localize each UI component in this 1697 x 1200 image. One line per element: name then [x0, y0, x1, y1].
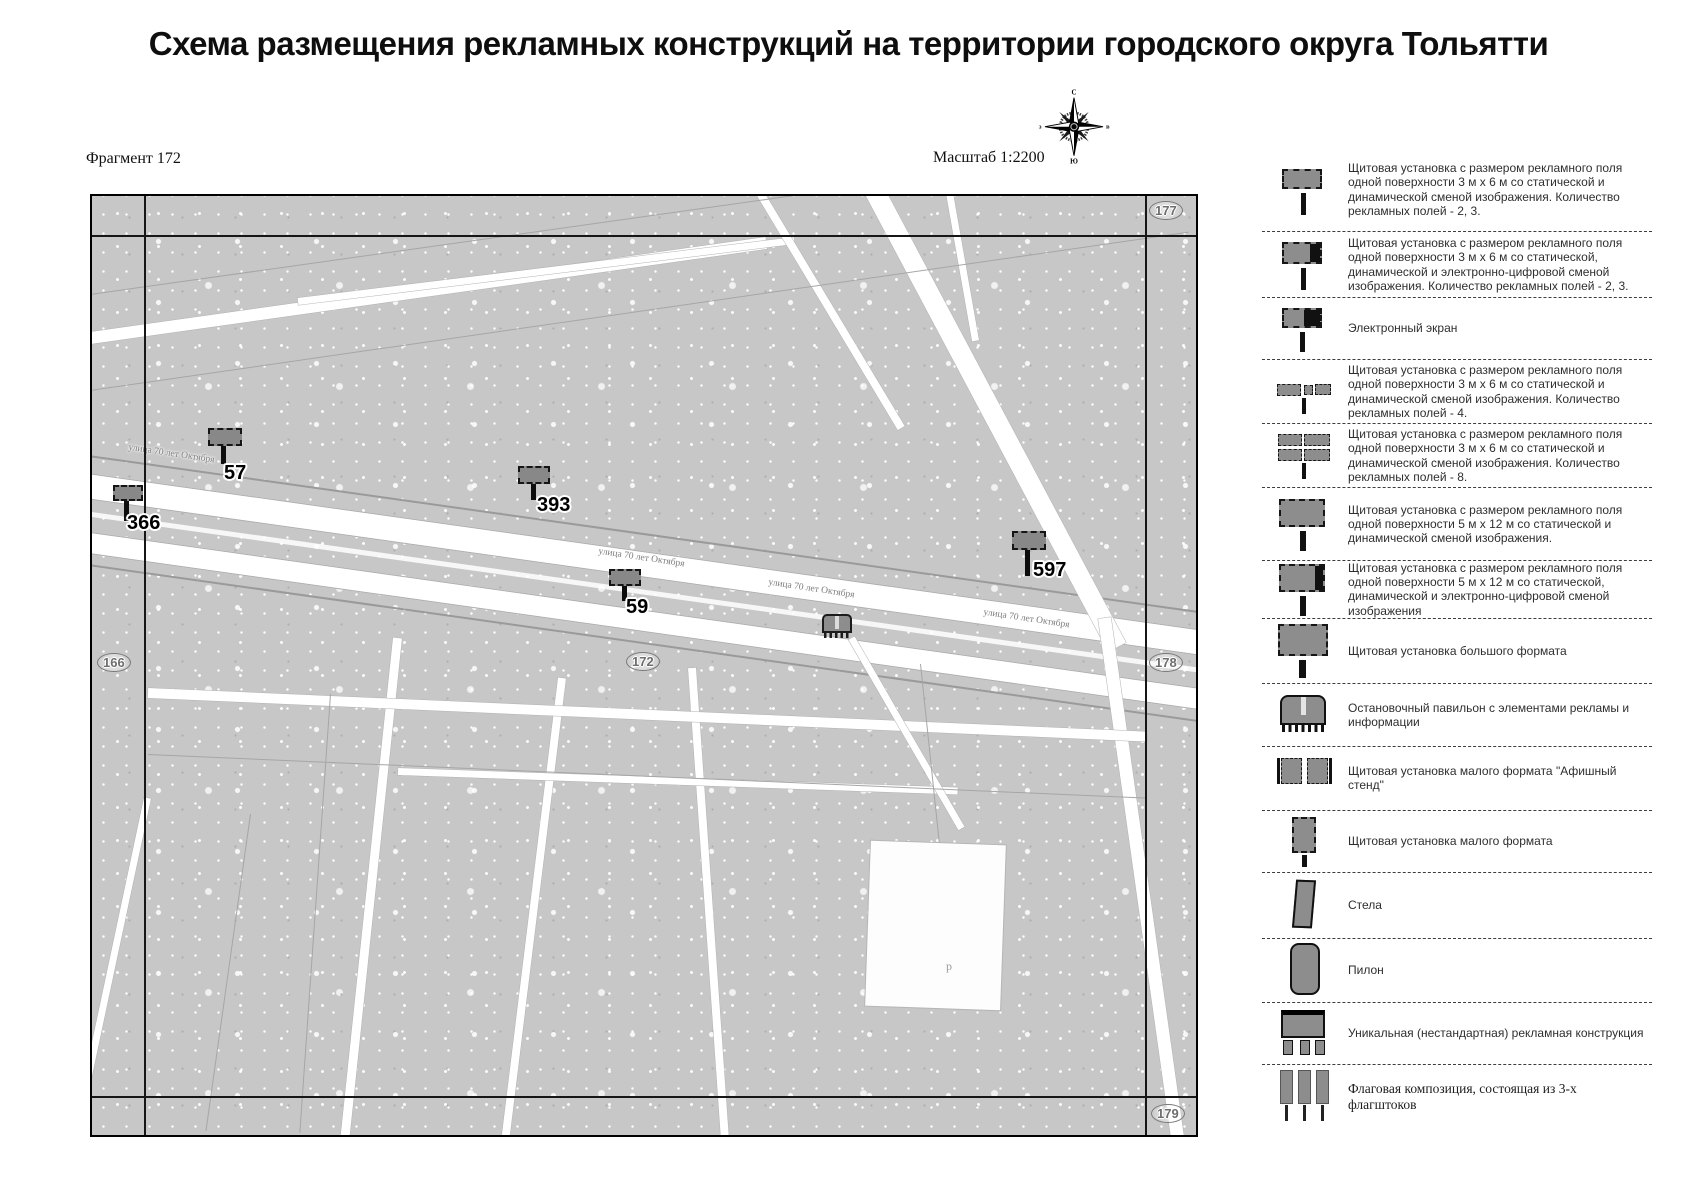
billboard-icon [609, 569, 641, 586]
billboard-pole [531, 484, 536, 500]
building-footprint [865, 840, 1006, 1011]
legend-row: Щитовая установка с размером рекламного … [1262, 424, 1652, 488]
building-letter: р [946, 959, 952, 973]
billboard-large-format-icon [1277, 623, 1333, 679]
legend-row: Флаговая композиция, состоящая из 3-х фл… [1262, 1065, 1652, 1129]
map-fragment: р улица 70 лет Октября улица 70 лет Октя… [90, 194, 1198, 1137]
fragment-label: Фрагмент 172 [86, 150, 181, 167]
legend-item-text: Стела [1348, 898, 1382, 913]
legend-item-text: Уникальная (нестандартная) рекламная кон… [1348, 1026, 1644, 1041]
billboard-3x6-digital-icon [1277, 237, 1333, 293]
map-inner-line [90, 1096, 1198, 1098]
legend-row: Остановочный павильон с элементами рекла… [1262, 684, 1652, 747]
billboard-icon [518, 466, 550, 484]
legend: Щитовая установка с размером рекламного … [1262, 148, 1652, 1129]
billboard-marker-393: 393 [518, 466, 570, 516]
billboard-pole [221, 446, 226, 464]
map-inner-line [1145, 194, 1147, 1137]
pylon-icon [1277, 942, 1333, 998]
marker-number: 59 [626, 596, 649, 618]
unique-construction-icon [1277, 1005, 1333, 1061]
fragment-number-166: 166 [97, 653, 131, 672]
marker-number: 597 [1033, 559, 1067, 581]
billboard-3x6-static-icon [1277, 162, 1333, 218]
legend-item-text: Щитовая установка с размером рекламного … [1348, 561, 1623, 618]
billboard-marker-597: 597 [1012, 531, 1066, 581]
compass-south-label: Ю [1070, 158, 1078, 164]
legend-row: Щитовая установка малого формата "Афишны… [1262, 747, 1652, 811]
small-format-icon [1277, 813, 1333, 869]
legend-row: Щитовая установка с размером рекламного … [1262, 561, 1652, 619]
marker-number: 393 [537, 494, 571, 516]
legend-row: Щитовая установка с размером рекламного … [1262, 488, 1652, 561]
flag-composition-icon [1277, 1069, 1333, 1125]
legend-item-text: Щитовая установка малого формата [1348, 834, 1553, 849]
billboard-icon [1012, 531, 1046, 550]
fragment-number-179: 179 [1151, 1104, 1185, 1123]
legend-item-text: Щитовая установка большого формата [1348, 643, 1567, 658]
marker-number: 57 [224, 462, 247, 484]
legend-item-text: Пилон [1348, 963, 1384, 978]
legend-row: Щитовая установка с размером рекламного … [1262, 360, 1652, 424]
legend-item-text: Флаговая композиция, состоящая из 3-х фл… [1348, 1080, 1577, 1112]
billboard-marker-59: 59 [609, 569, 648, 618]
fragment-number-178: 178 [1149, 653, 1183, 672]
billboard-icon [208, 428, 242, 446]
billboard-marker-366: 366 [113, 485, 160, 534]
afisha-stand-icon [1277, 750, 1333, 806]
billboard-5x12-digital-icon [1277, 561, 1333, 617]
billboard-pole [1025, 550, 1030, 576]
billboard-3x6-8fields-icon [1277, 428, 1333, 484]
map-inner-line [144, 194, 146, 1137]
compass-west-label: З [1039, 125, 1042, 131]
legend-row: Щитовая установка малого формата [1262, 811, 1652, 873]
fragment-number-177: 177 [1149, 201, 1183, 220]
billboard-pole [622, 586, 627, 601]
legend-row: Электронный экран [1262, 298, 1652, 360]
billboard-pole [124, 501, 129, 521]
legend-item-text: Щитовая установка с размером рекламного … [1348, 236, 1629, 293]
compass-east-label: В [1106, 125, 1110, 131]
map-inner-line [90, 235, 1198, 237]
legend-row: Пилон [1262, 939, 1652, 1003]
legend-row: Щитовая установка с размером рекламного … [1262, 232, 1652, 298]
legend-row: Щитовая установка большого формата [1262, 619, 1652, 684]
legend-item-text: Щитовая установка с размером рекламного … [1348, 427, 1623, 484]
bus-shelter-map-icon [822, 614, 854, 640]
legend-row: Щитовая установка с размером рекламного … [1262, 148, 1652, 232]
bus-shelter-icon [1277, 687, 1333, 743]
legend-row: Стела [1262, 873, 1652, 939]
legend-item-text: Щитовая установка малого формата "Афишны… [1348, 764, 1617, 793]
legend-row: Уникальная (нестандартная) рекламная кон… [1262, 1003, 1652, 1065]
page-title: Схема размещения рекламных конструкций н… [148, 25, 1549, 62]
billboard-3x6-4fields-icon [1277, 364, 1333, 420]
marker-number: 366 [127, 512, 161, 534]
legend-item-text: Щитовая установка с размером рекламного … [1348, 502, 1623, 546]
stela-icon [1277, 877, 1333, 933]
billboard-marker-57: 57 [208, 428, 246, 484]
legend-item-text: Электронный экран [1348, 321, 1458, 336]
compass-north-label: С [1072, 90, 1077, 97]
legend-item-text: Щитовая установка с размером рекламного … [1348, 363, 1623, 420]
compass-rose-icon: С Ю В З [1039, 90, 1110, 164]
electronic-screen-icon [1277, 301, 1333, 357]
legend-item-text: Щитовая установка с размером рекламного … [1348, 161, 1623, 218]
scale-label: Масштаб 1:2200 [933, 149, 1045, 166]
billboard-5x12-static-icon [1277, 496, 1333, 552]
legend-item-text: Остановочный павильон с элементами рекла… [1348, 700, 1630, 729]
fragment-number-172: 172 [626, 652, 660, 671]
billboard-icon [113, 485, 143, 501]
